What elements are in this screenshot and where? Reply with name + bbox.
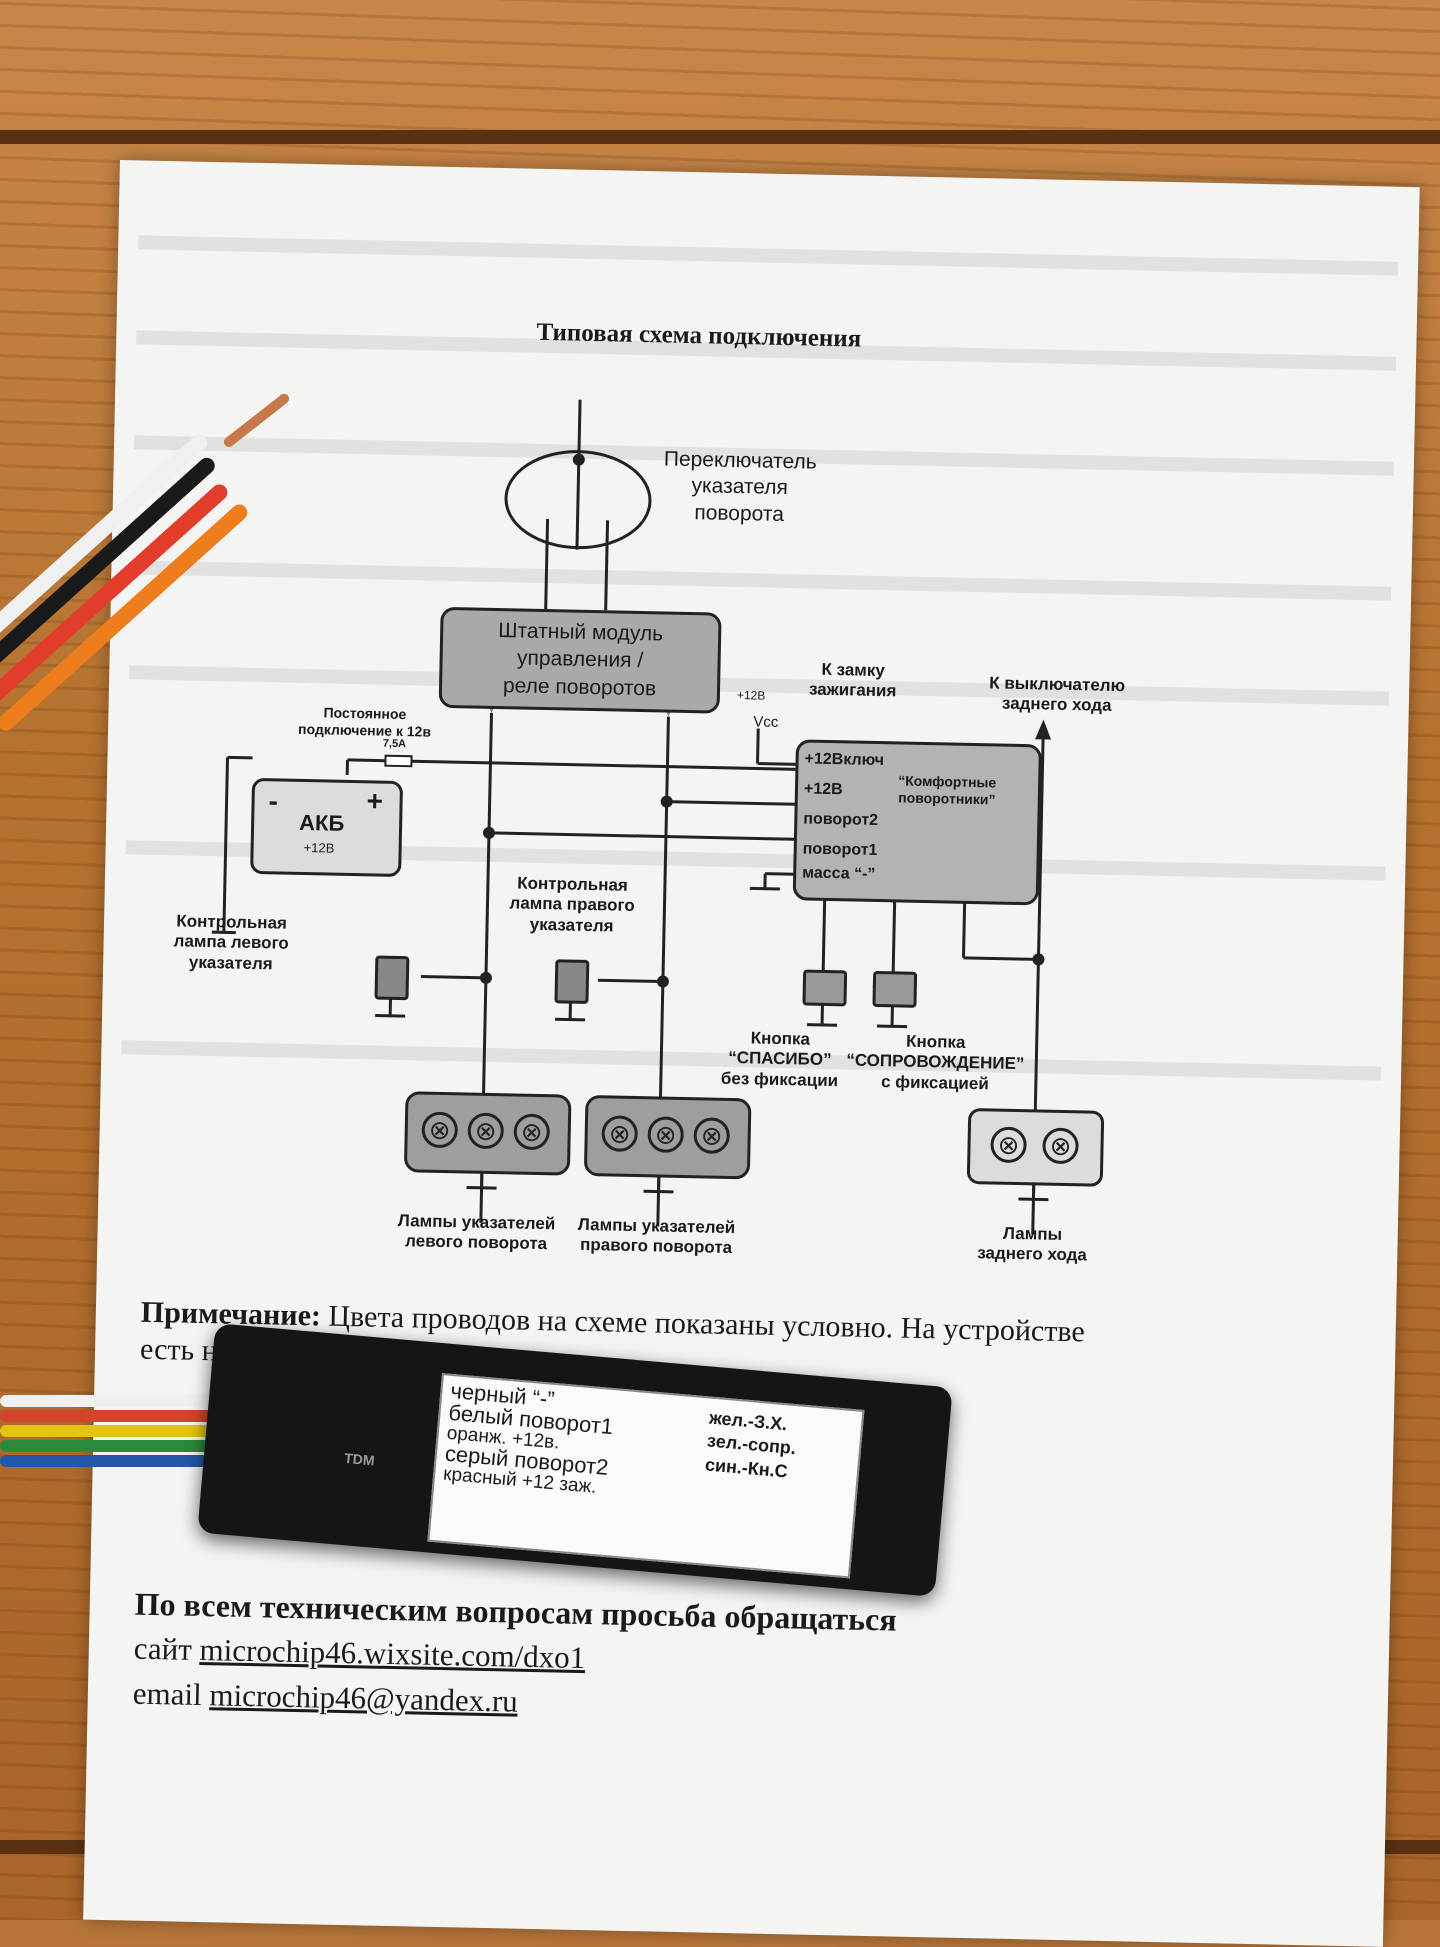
right-indicator-lamp: [554, 959, 589, 1004]
left-turn-lamps: ⊗ ⊗ ⊗: [404, 1091, 572, 1175]
lamp-icon: ⊗: [647, 1116, 684, 1153]
instruction-sheet: Типовая схема подключения: [83, 160, 1420, 1947]
site-prefix: сайт: [133, 1631, 192, 1667]
right-turn-lamps: ⊗ ⊗ ⊗: [584, 1095, 752, 1179]
lamp-icon: ⊗: [421, 1112, 458, 1149]
escort-button-label: Кнопка“СОПРОВОЖДЕНИЕ”с фиксацией: [846, 1030, 1025, 1095]
lamp-icon: ⊗: [693, 1117, 730, 1154]
pin-label: масса “-”: [802, 864, 876, 884]
plank-gap: [0, 130, 1440, 144]
email-link[interactable]: microchip46@yandex.ru: [209, 1677, 518, 1718]
v12-label: +12В: [737, 688, 766, 703]
white-wire: [0, 1395, 240, 1407]
pin-label: +12В: [804, 780, 843, 799]
battery-minus: -: [268, 785, 278, 817]
vcc-label: Vcc: [753, 713, 778, 731]
escort-button-symbol: [872, 971, 917, 1008]
site-link[interactable]: microchip46.wixsite.com/dxo1: [199, 1632, 585, 1675]
thanks-button-label: Кнопка“СПАСИБО”без фиксации: [721, 1028, 839, 1092]
sticker-extra-wires: жел.-З.Х. зел.-сопр. син.-Кн.С: [704, 1407, 799, 1485]
thanks-button-symbol: [802, 969, 847, 1006]
pin-label: поворот2: [803, 810, 878, 830]
lamp-icon: ⊗: [467, 1112, 504, 1149]
red-wire: [0, 1410, 240, 1422]
reverse-lamps: ⊗ ⊗: [967, 1108, 1105, 1187]
yellow-wire: [0, 1425, 240, 1437]
comfort-turn-controller: +12Включ +12В поворот2 поворот1 масса “-…: [793, 739, 1042, 905]
lamp-icon: ⊗: [601, 1115, 638, 1152]
lamp-icon: ⊗: [513, 1113, 550, 1150]
left-indicator-lamp: [374, 956, 409, 1001]
device-brand: TDM: [344, 1450, 376, 1469]
battery-plus: +: [366, 785, 383, 817]
lamp-icon: ⊗: [990, 1126, 1027, 1163]
fuse-label: 7,5А: [383, 738, 406, 750]
battery: - + АКБ +12В: [250, 778, 403, 877]
pin-label: +12Включ: [804, 750, 884, 770]
sticker-wire-list: черный “-” белый поворот1 оранж. +12в. с…: [442, 1380, 615, 1498]
battery-name: АКБ: [299, 810, 345, 837]
pin-label: поворот1: [803, 840, 878, 860]
email-prefix: email: [133, 1676, 203, 1712]
lamp-icon: ⊗: [1042, 1128, 1079, 1165]
battery-voltage: +12В: [303, 840, 334, 856]
device-sticker: черный “-” белый поворот1 оранж. +12в. с…: [427, 1373, 864, 1578]
